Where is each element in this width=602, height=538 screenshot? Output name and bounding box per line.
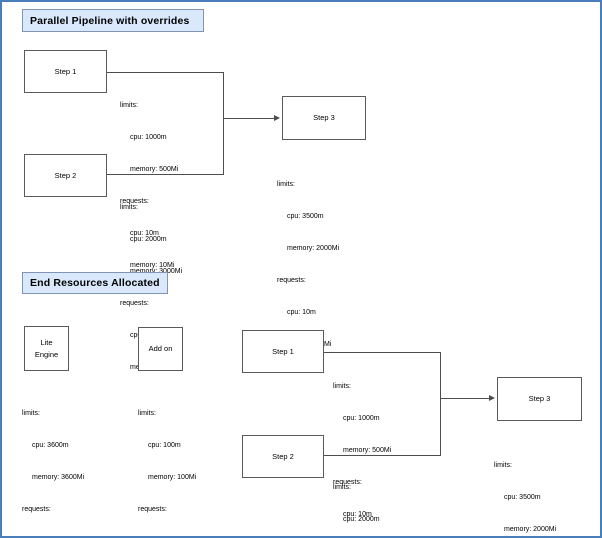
top-edge-merge-vertical xyxy=(223,72,224,175)
bottom-resources-step3: limits: cpu: 3500m memory: 2000Mi reques… xyxy=(494,440,557,536)
limits-memory: memory: 500Mi xyxy=(343,447,392,454)
limits-label: limits: xyxy=(333,484,351,492)
bottom-resources-add-on: limits: cpu: 100m memory: 100Mi requests… xyxy=(138,388,197,536)
bottom-edge-step2-horizontal xyxy=(324,455,441,456)
section-banner-end-resources[interactable]: End Resources Allocated xyxy=(22,272,168,294)
bottom-resources-step2: limits: cpu: 2000m memory: 3000Mi reques… xyxy=(333,462,395,536)
top-edge-to-step3 xyxy=(223,118,275,119)
limits-label: limits: xyxy=(494,462,512,470)
top-arrowhead-step3-icon xyxy=(274,115,280,121)
bottom-node-lite-engine-label-line2: Engine xyxy=(34,349,59,359)
section-banner-end-resources-label: End Resources Allocated xyxy=(30,277,160,289)
bottom-node-add-on-label: Add on xyxy=(148,344,173,354)
bottom-resources-lite-engine: limits: cpu: 3600m memory: 3600Mi reques… xyxy=(22,388,85,536)
bottom-node-step2[interactable]: Step 2 xyxy=(242,435,324,478)
top-edge-step2-horizontal xyxy=(107,174,224,175)
limits-cpu: cpu: 3500m xyxy=(287,213,324,221)
limits-cpu: cpu: 3500m xyxy=(504,494,541,502)
bottom-node-step2-label: Step 2 xyxy=(272,451,294,461)
limits-memory: memory: 2000Mi xyxy=(504,526,557,533)
top-node-step3[interactable]: Step 3 xyxy=(282,96,366,140)
bottom-node-step3[interactable]: Step 3 xyxy=(497,377,582,421)
requests-cpu: cpu: 10m xyxy=(130,229,159,237)
top-node-step3-label: Step 3 xyxy=(313,113,335,123)
top-node-step2-label: Step 2 xyxy=(54,170,77,180)
bottom-node-lite-engine-label-line1: Lite xyxy=(40,338,53,348)
limits-label: limits: xyxy=(138,410,156,418)
requests-label: requests: xyxy=(120,197,149,205)
bottom-node-lite-engine[interactable]: Lite Engine xyxy=(24,326,69,371)
limits-memory: memory: 500Mi xyxy=(130,166,179,173)
limits-cpu: cpu: 100m xyxy=(148,442,181,450)
bottom-edge-to-step3 xyxy=(440,398,490,399)
requests-cpu: cpu: 10m xyxy=(343,510,372,518)
top-node-step1-label: Step 1 xyxy=(54,66,77,76)
top-node-step1[interactable]: Step 1 xyxy=(24,50,107,93)
section-banner-parallel-pipeline[interactable]: Parallel Pipeline with overrides xyxy=(22,9,204,32)
requests-label: requests: xyxy=(333,478,362,486)
top-node-step2[interactable]: Step 2 xyxy=(24,154,107,197)
limits-cpu: cpu: 1000m xyxy=(130,134,167,142)
requests-cpu: cpu: 10m xyxy=(287,308,316,316)
limits-cpu: cpu: 1000m xyxy=(343,415,380,423)
requests-label: requests: xyxy=(277,276,306,284)
top-edge-step1-horizontal xyxy=(107,72,224,73)
limits-label: limits: xyxy=(22,410,40,418)
requests-label: requests: xyxy=(120,299,149,307)
limits-memory: memory: 2000Mi xyxy=(287,245,340,252)
bottom-node-step1-label: Step 1 xyxy=(272,346,294,356)
requests-label: requests: xyxy=(138,505,167,513)
section-banner-parallel-pipeline-label: Parallel Pipeline with overrides xyxy=(30,14,190,27)
limits-cpu: cpu: 2000m xyxy=(343,516,380,524)
limits-label: limits: xyxy=(120,204,138,212)
top-resources-step1: limits: cpu: 1000m memory: 500Mi request… xyxy=(120,80,178,293)
bottom-edge-step1-horizontal xyxy=(324,352,441,353)
limits-label: limits: xyxy=(333,383,351,391)
bottom-node-step3-label: Step 3 xyxy=(528,394,551,404)
requests-memory: memory: 10Mi xyxy=(130,261,175,269)
bottom-arrowhead-step3-icon xyxy=(489,395,495,401)
limits-memory: memory: 3600Mi xyxy=(32,474,85,481)
bottom-node-add-on[interactable]: Add on xyxy=(138,327,183,371)
limits-cpu: cpu: 2000m xyxy=(130,236,167,244)
bottom-node-step1[interactable]: Step 1 xyxy=(242,330,324,373)
limits-memory: memory: 100Mi xyxy=(148,474,197,481)
bottom-resources-step1: limits: cpu: 1000m memory: 500Mi request… xyxy=(333,361,392,536)
limits-memory: memory: 3000Mi xyxy=(130,268,183,275)
requests-label: requests: xyxy=(22,505,51,513)
limits-label: limits: xyxy=(277,181,295,189)
limits-cpu: cpu: 3600m xyxy=(32,442,69,450)
limits-label: limits: xyxy=(120,102,138,110)
bottom-edge-merge-vertical xyxy=(440,352,441,456)
